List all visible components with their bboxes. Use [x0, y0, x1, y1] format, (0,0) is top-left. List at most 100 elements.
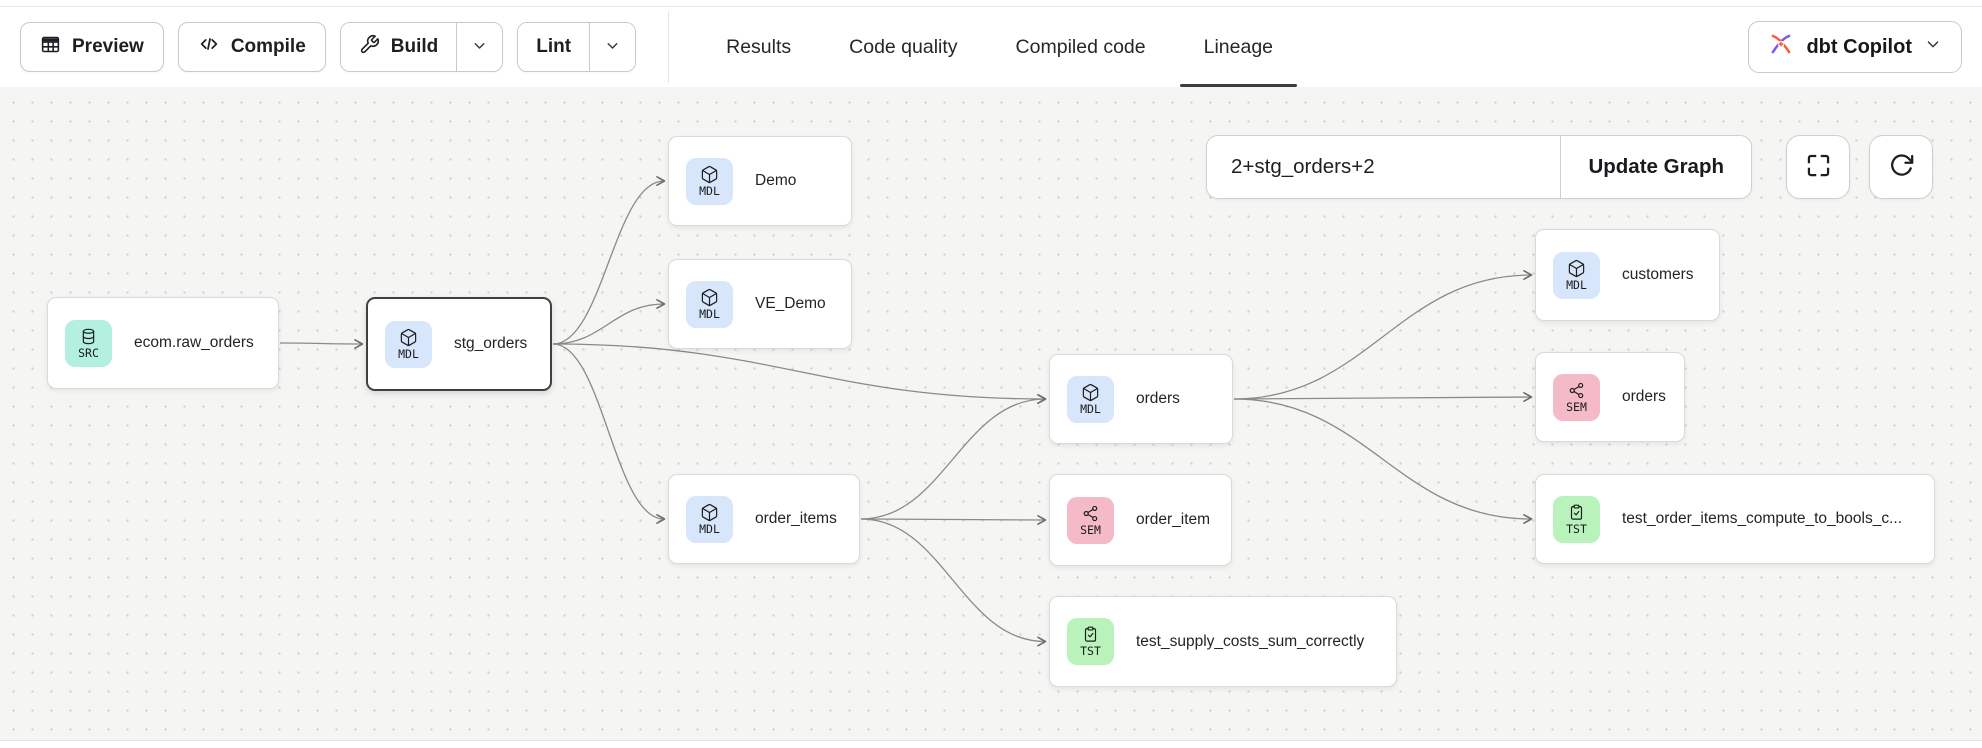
chevron-down-icon	[604, 37, 621, 57]
lineage-edge-stg_orders-to-ve_demo	[552, 299, 666, 345]
tab-lineage-label: Lineage	[1203, 35, 1274, 58]
tab-lineage[interactable]: Lineage	[1175, 7, 1302, 87]
model-cube-icon: MDL	[1553, 251, 1600, 299]
node-label: orders	[1136, 390, 1180, 407]
lint-split-button: Lint	[517, 22, 637, 72]
node-type-label: MDL	[1080, 401, 1101, 416]
dbt-copilot-label: dbt Copilot	[1806, 35, 1912, 58]
node-label: VE_Demo	[755, 295, 826, 312]
wrench-icon	[359, 34, 380, 61]
tab-compiled-code-label: Compiled code	[1015, 35, 1146, 58]
node-label: Demo	[755, 172, 797, 189]
compile-button-label: Compile	[230, 36, 306, 57]
node-label: customers	[1622, 266, 1694, 283]
node-type-label: MDL	[699, 183, 720, 198]
semantic-model-icon: SEM	[1067, 496, 1114, 544]
tab-results-label: Results	[726, 35, 792, 58]
code-icon	[198, 33, 220, 61]
semantic-model-icon: SEM	[1553, 373, 1600, 421]
build-dropdown-button[interactable]	[456, 23, 503, 71]
node-type-label: MDL	[699, 306, 720, 321]
model-cube-icon: MDL	[686, 495, 733, 543]
node-label: test_order_items_compute_to_bools_c...	[1622, 510, 1903, 527]
build-split-button: Build	[339, 22, 504, 72]
lineage-edge-order_items-to-order_item_sem	[860, 514, 1047, 526]
node-type-label: TST	[1566, 521, 1587, 536]
build-button-label: Build	[390, 36, 439, 57]
lineage-selector-input[interactable]	[1207, 136, 1561, 198]
chevron-down-icon	[1924, 35, 1942, 59]
lint-dropdown-button[interactable]	[589, 23, 636, 71]
table-icon	[40, 34, 61, 61]
toolbar-divider	[668, 11, 670, 83]
result-tabs: Results Code quality Compiled code Linea…	[697, 7, 1302, 87]
lineage-edge-order_items-to-test_supply_costs	[860, 518, 1047, 647]
graph-node-stg_orders[interactable]: MDL stg_orders	[366, 297, 552, 391]
node-label: stg_orders	[454, 335, 528, 352]
lineage-edge-stg_orders-to-order_items	[552, 343, 666, 524]
model-cube-icon: MDL	[1067, 375, 1114, 423]
lineage-edge-orders_model-to-test_order_items	[1233, 398, 1533, 524]
toolbar-right: dbt Copilot	[1748, 7, 1982, 87]
tab-compiled-code[interactable]: Compiled code	[987, 7, 1175, 87]
tab-code-quality[interactable]: Code quality	[820, 7, 986, 87]
node-label: order_item	[1136, 511, 1211, 528]
graph-node-demo[interactable]: MDL Demo	[668, 136, 852, 226]
compile-button[interactable]: Compile	[177, 22, 326, 72]
update-graph-button[interactable]: Update Graph	[1560, 136, 1751, 198]
build-button[interactable]: Build	[340, 23, 457, 71]
graph-node-ve_demo[interactable]: MDL VE_Demo	[668, 259, 852, 349]
node-label: test_supply_costs_sum_correctly	[1136, 632, 1365, 650]
node-type-label: SEM	[1566, 399, 1587, 414]
fullscreen-button[interactable]	[1786, 135, 1850, 199]
lint-button[interactable]: Lint	[518, 23, 590, 71]
refresh-button[interactable]	[1869, 135, 1933, 199]
graph-node-customers[interactable]: MDL customers	[1535, 229, 1720, 321]
node-type-label: TST	[1080, 644, 1101, 659]
lineage-edge-stg_orders-to-demo	[552, 176, 666, 345]
lineage-edge-orders_model-to-orders_sem	[1233, 391, 1533, 403]
graph-node-order_items[interactable]: MDL order_items	[668, 474, 860, 564]
bottom-strip	[0, 740, 1982, 747]
node-label: orders	[1622, 388, 1666, 405]
model-cube-icon: MDL	[385, 320, 432, 368]
chevron-down-icon	[471, 37, 488, 57]
node-type-label: MDL	[699, 521, 720, 536]
toolbar: Preview Compile	[0, 7, 1982, 87]
dbt-copilot-button[interactable]: dbt Copilot	[1748, 21, 1962, 73]
lineage-edge-orders_model-to-customers	[1233, 270, 1533, 400]
graph-node-test_supply_costs[interactable]: TST test_supply_costs_sum_correctly	[1049, 596, 1397, 687]
node-type-label: SEM	[1080, 522, 1101, 537]
source-database-icon: SRC	[65, 319, 112, 367]
graph-node-order_item_sem[interactable]: SEM order_item	[1049, 474, 1232, 566]
test-clipboard-icon: TST	[1067, 618, 1114, 665]
model-cube-icon: MDL	[686, 157, 733, 205]
lineage-edges	[279, 176, 1533, 647]
test-clipboard-icon: TST	[1553, 495, 1600, 543]
graph-node-orders_model[interactable]: MDL orders	[1049, 354, 1233, 444]
node-type-label: MDL	[1566, 277, 1587, 292]
graph-node-test_order_items[interactable]: TST test_order_items_compute_to_bools_c..…	[1535, 474, 1935, 564]
node-type-label: MDL	[398, 346, 419, 361]
lineage-selector-group: Update Graph	[1206, 135, 1752, 199]
tab-results[interactable]: Results	[697, 7, 820, 87]
refresh-icon	[1888, 152, 1915, 182]
top-strip	[0, 0, 1982, 7]
lint-button-label: Lint	[536, 36, 572, 57]
fullscreen-icon	[1805, 152, 1832, 182]
node-label: order_items	[755, 510, 837, 527]
tab-code-quality-label: Code quality	[849, 35, 958, 58]
node-label: ecom.raw_orders	[134, 334, 254, 351]
lineage-edge-order_items-to-orders_model	[860, 394, 1047, 520]
model-cube-icon: MDL	[686, 280, 733, 328]
toolbar-actions: Preview Compile	[0, 7, 670, 87]
lineage-edge-ecom_raw_orders-to-stg_orders	[279, 338, 364, 350]
preview-button[interactable]: Preview	[20, 22, 164, 72]
graph-node-ecom_raw_orders[interactable]: SRC ecom.raw_orders	[47, 297, 279, 389]
lineage-edge-stg_orders-to-orders_model	[552, 343, 1047, 405]
dbt-copilot-icon	[1768, 31, 1794, 63]
graph-node-orders_sem[interactable]: SEM orders	[1535, 352, 1685, 442]
preview-button-label: Preview	[72, 36, 144, 57]
